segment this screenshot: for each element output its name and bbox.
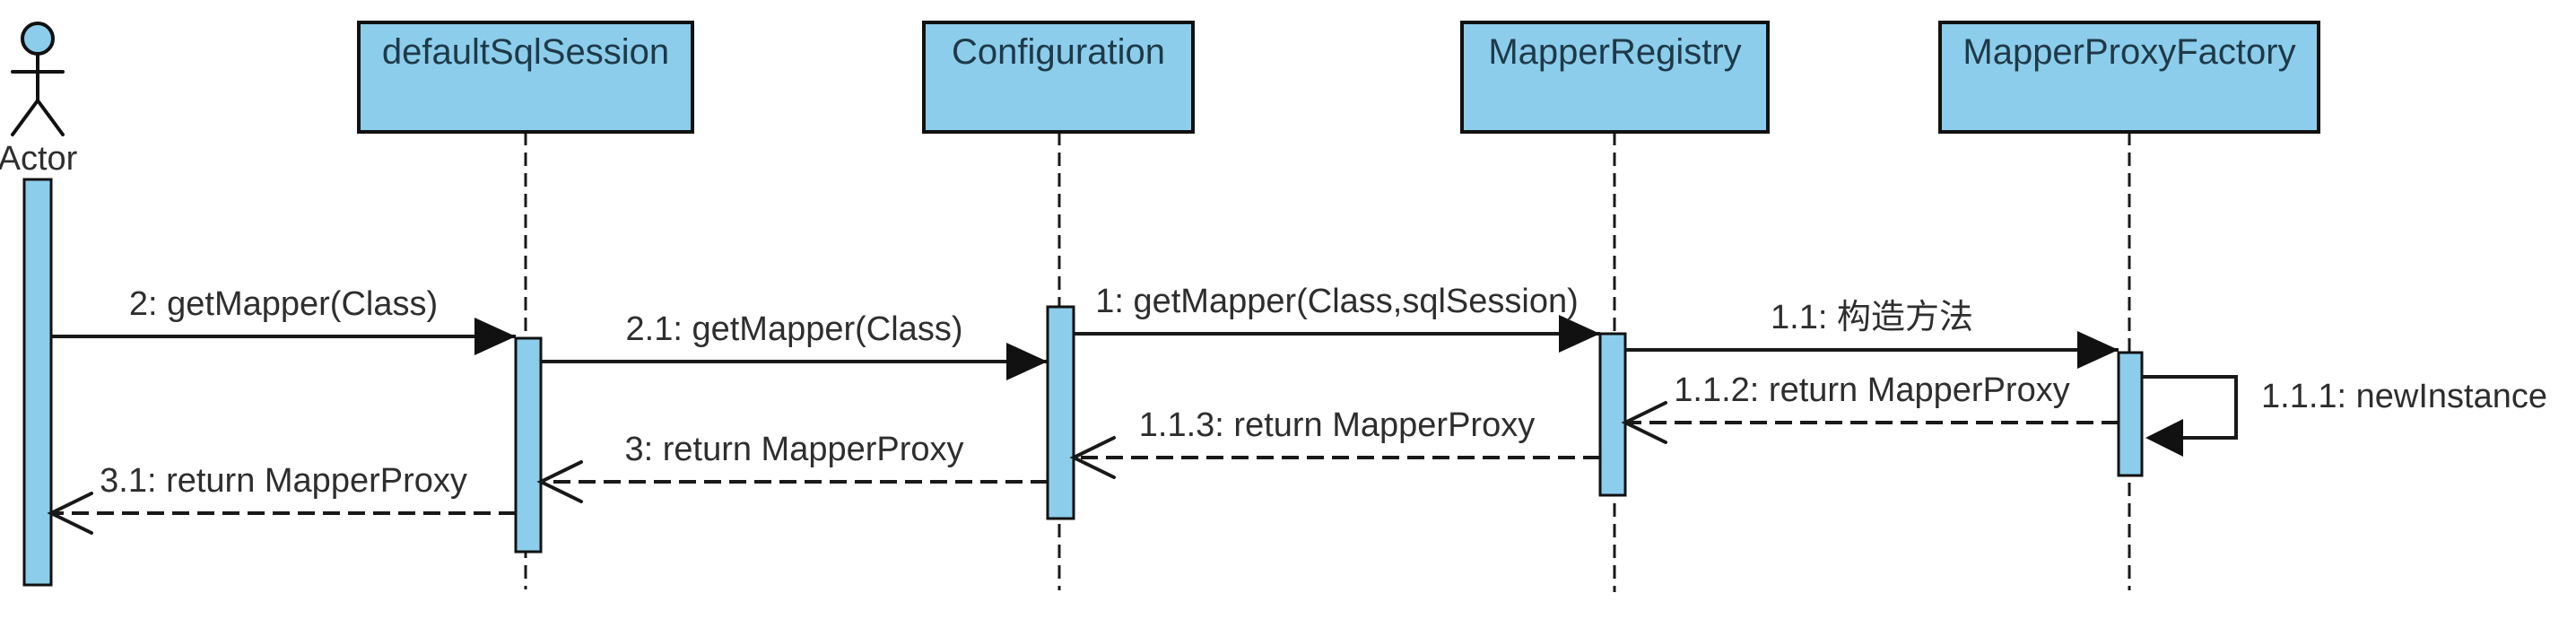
actor-head-icon <box>21 22 55 56</box>
arrowhead-filled-icon <box>2077 331 2119 369</box>
actor-label: Actor <box>0 140 78 178</box>
participant-box-mapperProxyFactory <box>1938 21 2320 134</box>
message-label: 3: return MapperProxy <box>624 431 964 468</box>
arrowhead-open-icon <box>536 460 583 503</box>
message-label: 1.1: 构造方法 <box>1771 299 1973 336</box>
activation-bar-actor <box>22 178 53 587</box>
self-message-line <box>2142 375 2238 440</box>
participant-box-configuration <box>922 21 1195 134</box>
participant-label-mapperProxyFactory: MapperProxyFactory <box>1962 32 2296 72</box>
activation-bar-mapperRegistry <box>1598 332 1627 497</box>
arrowhead-filled-icon <box>1559 315 1600 353</box>
arrowhead-open-icon <box>1621 401 1667 444</box>
message-label: 1.1.2: return MapperProxy <box>1674 371 2070 409</box>
message-label: 1.1.1: newInstance <box>2261 378 2547 415</box>
arrowhead-filled-icon <box>2145 419 2183 457</box>
arrowhead-filled-icon <box>474 318 516 355</box>
participant-box-defaultSqlSession <box>357 21 694 134</box>
arrowhead-open-icon <box>1069 436 1116 479</box>
participant-box-mapperRegistry <box>1460 21 1770 134</box>
participant-label-defaultSqlSession: defaultSqlSession <box>381 32 670 72</box>
participant-label-configuration: Configuration <box>952 32 1165 72</box>
activation-bar-mapperProxyFactory <box>2117 351 2144 477</box>
actor-leg-right-icon <box>36 99 65 136</box>
message-label: 3.1: return MapperProxy <box>100 462 467 500</box>
message-label: 2: getMapper(Class) <box>128 285 439 323</box>
actor-leg-left-icon <box>11 99 39 136</box>
activation-bar-configuration <box>1046 305 1075 520</box>
message-label: 1: getMapper(Class,sqlSession) <box>1095 283 1579 320</box>
message-label: 2.1: getMapper(Class) <box>625 310 963 348</box>
arrowhead-open-icon <box>47 492 93 535</box>
arrowhead-filled-icon <box>1006 343 1048 380</box>
activation-bar-defaultSqlSession <box>514 336 543 554</box>
message-label: 1.1.3: return MapperProxy <box>1138 406 1536 444</box>
participant-label-mapperRegistry: MapperRegistry <box>1488 32 1742 72</box>
